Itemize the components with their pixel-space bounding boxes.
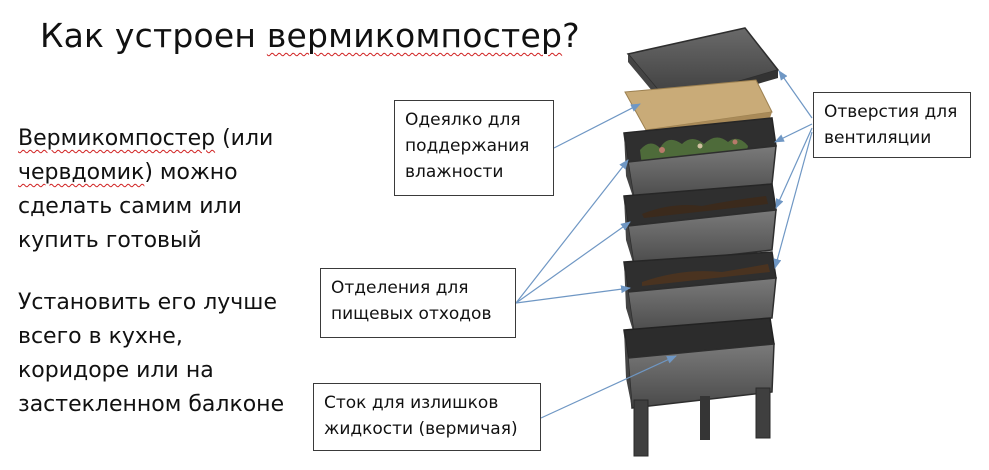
title-keyword: вермикомпостер: [266, 16, 563, 55]
description-line: червдомик) можно: [18, 156, 273, 190]
callout-drain: Сток для излишков жидкости (вермичая): [313, 383, 541, 451]
description-keyword: червдомик: [18, 160, 145, 185]
placement-line: коридоре или на: [18, 358, 214, 383]
trays-arrow-3: [515, 285, 631, 304]
blanket-arrow: [553, 103, 641, 149]
callout-line: Сток для излишков: [324, 393, 499, 413]
callout-line: Одеялко для: [405, 110, 521, 130]
drain-base: [623, 317, 775, 457]
callout-line: жидкости (вермичая): [324, 419, 518, 439]
trays-arrow-2: [515, 221, 631, 304]
callout-line: Отделения для: [331, 278, 469, 298]
vent-arrow-tray-2: [775, 127, 813, 209]
page-title: Как устроен вермикомпостер?: [40, 16, 580, 55]
tray-3: [623, 251, 777, 335]
callout-line: поддержания: [405, 136, 530, 156]
title-suffix: ?: [562, 16, 580, 55]
callout-arrows: [515, 70, 813, 419]
callout-vents: Отверстия для вентиляции: [813, 92, 971, 158]
description-keyword: Вермикомпостер: [18, 126, 216, 151]
callout-line: влажности: [405, 162, 504, 182]
callout-blanket: Одеялко для поддержания влажности: [394, 100, 554, 196]
description-line: сделать самим или: [18, 194, 242, 219]
tray-1: [623, 117, 777, 201]
placement-line: застекленном балконе: [18, 392, 285, 417]
title-prefix: Как устроен: [40, 16, 267, 55]
placement-line: Установить его лучше: [18, 290, 277, 315]
trays-arrow-1: [515, 159, 629, 304]
tray-2: [623, 183, 777, 267]
vent-arrow-lid: [778, 70, 813, 119]
description-text: (или: [215, 126, 274, 151]
callout-trays: Отделения для пищевых отходов: [320, 268, 516, 338]
callout-line: пищевых отходов: [331, 304, 492, 324]
drain-arrow: [540, 355, 677, 419]
placement-line: всего в кухне,: [18, 324, 183, 349]
description-line: купить готовый: [18, 228, 202, 253]
callout-line: Отверстия для: [824, 102, 958, 122]
callout-line: вентиляции: [824, 128, 932, 148]
vent-arrow-tray-1: [774, 123, 813, 143]
description-line: Вермикомпостер (или: [18, 122, 273, 156]
description-text: ) можно: [144, 160, 238, 185]
placement-paragraph: Установить его лучше всего в кухне, кори…: [18, 286, 284, 422]
vent-arrow-tray-3: [773, 131, 813, 269]
description-paragraph: Вермикомпостер (или червдомик) можно сде…: [18, 122, 273, 258]
